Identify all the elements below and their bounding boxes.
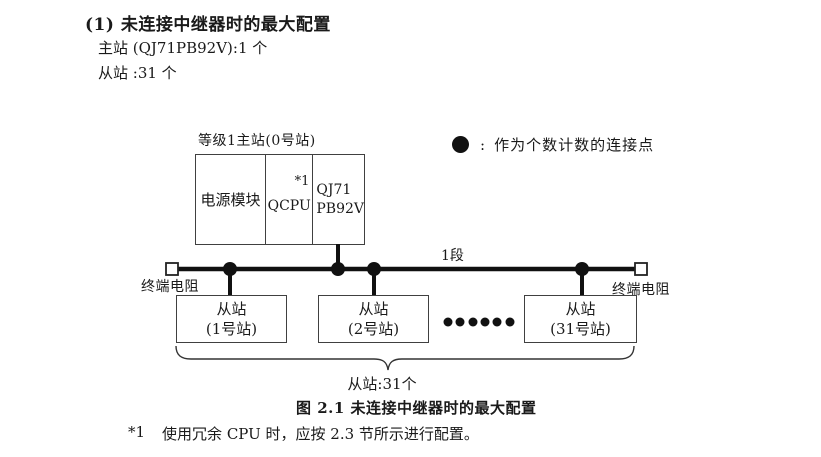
ellipsis-dot [505,317,515,327]
slave-station-number: (31号站) [550,320,611,338]
connection-point-icon [452,136,469,153]
left-terminator-label: 终端电阻 [141,279,199,295]
legend: : 作为个数计数的连接点 [452,134,654,155]
slave-label: 从站 [565,300,596,318]
qj71-line: QJ71 [316,181,352,198]
legend-separator: : [480,135,486,154]
right-terminator-label: 终端电阻 [612,282,670,298]
slave-label: 从站 [216,300,247,318]
connection-point [367,262,381,276]
footnote-text: 使用冗余 CPU 时，应按 2.3 节所示进行配置。 [162,425,479,443]
ellipsis-dot [492,317,502,327]
connection-point [575,262,589,276]
section-heading: (1) 未连接中继器时的最大配置 [85,15,331,35]
connection-point [331,262,345,276]
slave-station-number: (1号站) [205,320,258,338]
ellipsis-dot [480,317,490,327]
slave-station-number: (2号站) [347,320,400,338]
pb92v-line: PB92V [316,200,364,217]
slave-station-31-box: 从站 (31号站) [524,295,637,343]
right-terminator-square [634,262,648,276]
slave-station-2-box: 从站 (2号站) [318,295,429,343]
master-station-label: 等级1主站(0号站) [198,133,316,149]
qcpu-footnote-marker: *1 [294,174,310,189]
power-module-cell: 电源模块 [200,191,261,209]
segment-label: 1段 [441,248,464,264]
slave-ellipsis-dots [443,317,515,327]
qj71pb92v-cell: QJ71 PB92V [312,155,364,244]
connection-point [223,262,237,276]
left-terminator-square [165,262,179,276]
slave-station-1-box: 从站 (1号站) [176,295,287,343]
qcpu-label: QCPU [267,197,311,214]
legend-text: 作为个数计数的连接点 [494,136,655,154]
qcpu-cell: *1 QCPU [265,155,312,244]
master-station-box: 电源模块 *1 QCPU QJ71 PB92V [195,154,365,245]
slave-label: 从站 [358,300,389,318]
slave-total-label: 从站:31个 [347,375,417,393]
ellipsis-dot [468,317,478,327]
footnote-marker: *1 [128,423,146,441]
footnote: *1 使用冗余 CPU 时，应按 2.3 节所示进行配置。 [128,423,479,444]
figure-caption: 图 2.1 未连接中继器时的最大配置 [296,399,537,417]
master-count-line: 主站 (QJ71PB92V):1 个 [98,39,268,57]
slave-group-brace [175,345,635,371]
ellipsis-dot [455,317,465,327]
slave-count-line: 从站 :31 个 [98,64,177,82]
ellipsis-dot [443,317,453,327]
